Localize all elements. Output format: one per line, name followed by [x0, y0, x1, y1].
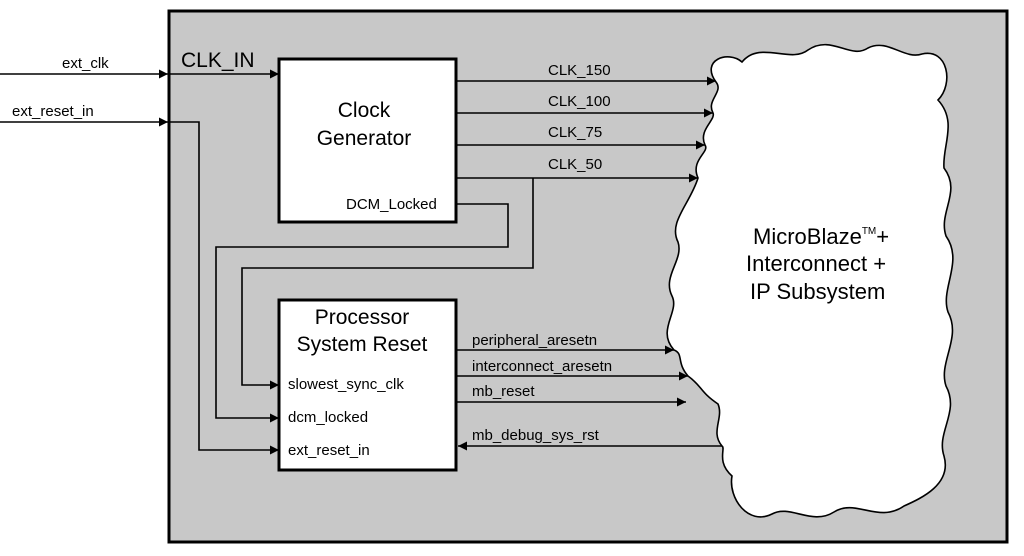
clk-50-label: CLK_50 [548, 156, 602, 173]
ext-reset-in-port-label: ext_reset_in [288, 442, 370, 459]
reset-block-title-line1: Processor [315, 306, 410, 329]
dcm-locked-wire [215, 203, 509, 423]
subsystem-title-line1: MicroBlazeTM+ [753, 224, 889, 249]
peripheral-aresetn-label: peripheral_aresetn [472, 332, 597, 349]
clk-150-label: CLK_150 [548, 62, 611, 79]
slowest-sync-clk-port-label: slowest_sync_clk [288, 376, 404, 393]
ext-reset-internal-wire [169, 121, 279, 455]
mb-debug-sys-rst-label: mb_debug_sys_rst [472, 427, 600, 444]
subsystem-title-line3: IP Subsystem [750, 279, 885, 304]
dcm-locked-port-label: DCM_Locked [346, 196, 437, 213]
processor-system-reset-block [277, 298, 458, 472]
slowest-sync-clk-wire [241, 178, 534, 390]
trademark-mark: TM [862, 226, 876, 237]
mb-reset-label: mb_reset [472, 383, 535, 400]
subsystem-cloud [666, 43, 954, 518]
clk-75-label: CLK_75 [548, 124, 602, 141]
clock-generator-title-line1: Clock [338, 99, 391, 122]
interconnect-aresetn-label: interconnect_aresetn [472, 358, 612, 375]
clk-in-label: CLK_IN [181, 49, 255, 72]
reset-block-title-line2: System Reset [297, 333, 428, 356]
clock-generator-title-line2: Generator [317, 127, 412, 150]
clock-generator-block [277, 57, 458, 224]
subsystem-title-line2: Interconnect + [746, 251, 886, 276]
ext-clk-label: ext_clk [62, 55, 109, 72]
dcm-locked-input-port-label: dcm_locked [288, 409, 368, 426]
clk-100-label: CLK_100 [548, 93, 611, 110]
ext-reset-in-label: ext_reset_in [12, 103, 94, 120]
